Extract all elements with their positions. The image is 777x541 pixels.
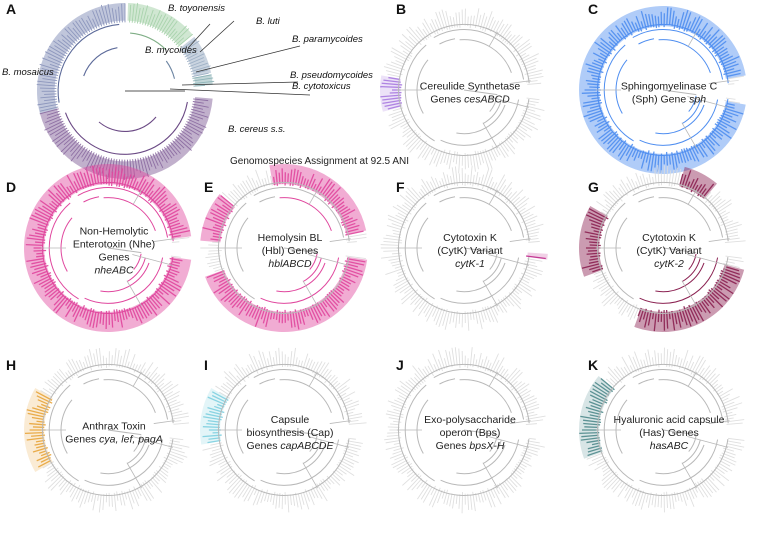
panel-caption-line: Hemolysin BL: [258, 232, 323, 244]
gene-name: sph: [689, 94, 706, 106]
panel-caption-line: Capsule: [271, 414, 310, 426]
panel-letter: E: [204, 179, 213, 195]
panel-d-tree: [24, 164, 192, 332]
panel-a-tree: [36, 2, 311, 181]
panel-caption-line: Exo-polysaccharide: [424, 414, 516, 426]
gene-name: hasABC: [650, 440, 689, 452]
panel-letter: G: [588, 179, 599, 195]
panel-letter: A: [6, 1, 16, 17]
gene-name: cytK-2: [654, 258, 684, 270]
panel-caption-line: Genes: [99, 252, 130, 264]
panel-letter: C: [588, 1, 598, 17]
species-label: B. mosaicus: [2, 67, 54, 78]
panel-k-tree: [579, 347, 745, 513]
gene-name: hblABCD: [268, 258, 312, 270]
panel-j-tree: [384, 347, 546, 514]
panel-caption-line: biosynthesis (Cap): [247, 427, 334, 439]
panel-caption-line: (Hbl) Genes: [262, 245, 319, 257]
panel-caption-line: Hyaluronic acid capsule: [614, 414, 725, 426]
panel-caption-line: (Has) Genes: [639, 427, 699, 439]
panel-g-tree: [578, 165, 746, 332]
gene-name: cya, lef, pagA: [99, 434, 163, 446]
panel-caption-line: Anthrax Toxin: [82, 421, 146, 433]
panel-caption-line: operon (Bps): [440, 427, 501, 439]
panel-letter: J: [396, 357, 404, 373]
gene-name: cytK-1: [455, 258, 485, 270]
panel-caption-line: Cereulide Synthetase: [420, 81, 521, 93]
panel-caption-line: Cytotoxin K: [642, 232, 696, 244]
species-label: B. cytotoxicus: [292, 81, 351, 92]
panel-letter: H: [6, 357, 16, 373]
species-label: B. toyonensis: [168, 3, 225, 14]
panel-caption-line: Genes capABCDE: [247, 440, 335, 452]
panel-caption-line: Enterotoxin (Nhe): [73, 239, 155, 251]
species-label: B. cereus s.s.: [228, 124, 286, 135]
panel-letter: D: [6, 179, 16, 195]
gene-name: capABCDE: [280, 440, 334, 452]
panel-letter: B: [396, 1, 406, 17]
panel-caption-line: Sphingomyelinase C: [621, 81, 718, 93]
assignment-caption: Genomospecies Assignment at 92.5 ANI: [230, 156, 409, 167]
species-label: B. mycoides: [145, 45, 197, 56]
gene-name: nheABC: [94, 265, 134, 277]
panel-i-tree: [200, 347, 367, 513]
panel-h-tree: [23, 348, 190, 513]
panel-b-tree: [380, 8, 545, 174]
species-label: B. paramycoides: [292, 34, 363, 45]
species-label: B. pseudomycoides: [290, 70, 373, 81]
panel-caption-line: Genes cesABCD: [430, 94, 510, 106]
panel-e-tree: [200, 164, 368, 332]
panel-letter: K: [588, 357, 598, 373]
panel-caption-line: Genes bpsX-H: [436, 440, 505, 452]
panel-caption-line: (CytK) Variant: [636, 245, 701, 257]
panel-c-tree: [579, 5, 746, 175]
species-label: B. luti: [256, 16, 281, 27]
panel-caption-line: Non-Hemolytic: [80, 226, 149, 238]
panel-caption-line: (Sph) Gene sph: [632, 94, 706, 106]
gene-name: bpsX-H: [469, 440, 504, 452]
panel-f-tree: [380, 165, 548, 331]
gene-name: cesABCD: [464, 94, 510, 106]
panel-letter: I: [204, 357, 208, 373]
panel-caption-line: Cytotoxin K: [443, 232, 497, 244]
panel-letter: F: [396, 179, 405, 195]
panel-caption-line: (CytK) Variant: [437, 245, 502, 257]
panel-caption-line: Genes cya, lef, pagA: [65, 434, 162, 446]
